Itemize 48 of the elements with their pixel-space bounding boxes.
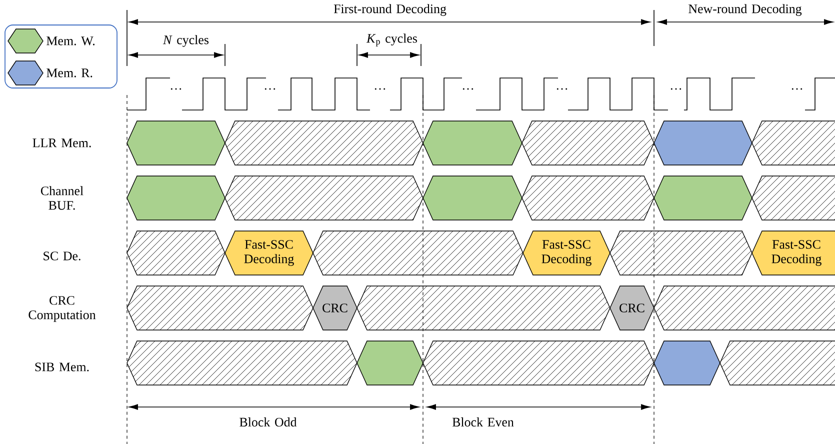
heading: New-round Decoding (688, 4, 802, 16)
hatched-hexagon (126, 230, 226, 276)
stage-hexagon (422, 120, 522, 166)
hatched-hexagon (312, 230, 524, 276)
ellipsis: … (374, 88, 386, 90)
hatched-hexagon (224, 176, 424, 220)
dimension-label: K$_{p}$ cycles (366, 34, 417, 46)
row-label: SC De. (44, 252, 80, 260)
legend-label: Mem. R. (46, 68, 92, 78)
stage-hexagon: Fast-SSC Decoding (522, 230, 610, 276)
stage-hexagon (654, 340, 720, 386)
row-label: Channel BUF. (40, 186, 84, 210)
ellipsis: … (462, 88, 474, 90)
ellipsis: … (670, 88, 682, 90)
stage-hexagon (422, 176, 522, 220)
dimension-label: Block Even (452, 417, 514, 427)
ellipsis: … (792, 88, 802, 90)
legend-label: Mem. W. (46, 36, 95, 46)
hatched-hexagon (126, 286, 314, 330)
heading: First-round Decoding (334, 4, 446, 16)
stage-hexagon (126, 176, 226, 220)
stage-hexagon: Fast-SSC Decoding (752, 230, 835, 276)
hatched-hexagon (356, 286, 610, 330)
hatched-hexagon (752, 120, 835, 166)
hatched-hexagon (522, 120, 654, 166)
hatched-hexagon (224, 120, 424, 166)
stage-hexagon (126, 120, 226, 166)
stage-hexagon: Fast-SSC Decoding (224, 230, 314, 276)
hatched-hexagon (422, 340, 654, 386)
hatched-hexagon (610, 230, 752, 276)
hatched-hexagon (720, 340, 835, 386)
dimension-label: Block Odd (240, 417, 297, 427)
stage-hexagon: CRC (312, 286, 358, 330)
dimension-label: N cycles (162, 35, 208, 47)
hatched-hexagon (752, 176, 835, 220)
row-label: CRC Computation (28, 296, 96, 322)
hatched-hexagon (522, 176, 654, 220)
hatched-hexagon (126, 340, 358, 386)
row-label: LLR Mem. (32, 138, 91, 148)
stage-hexagon: CRC (610, 286, 654, 330)
stage-hexagon (356, 340, 424, 386)
ellipsis: … (556, 88, 568, 90)
row-label: SIB Mem. (35, 362, 89, 372)
stage-hexagon (654, 120, 752, 166)
stage-hexagon (654, 176, 752, 220)
ellipsis: … (264, 88, 276, 90)
ellipsis: … (170, 88, 182, 90)
hatched-hexagon (654, 286, 835, 330)
